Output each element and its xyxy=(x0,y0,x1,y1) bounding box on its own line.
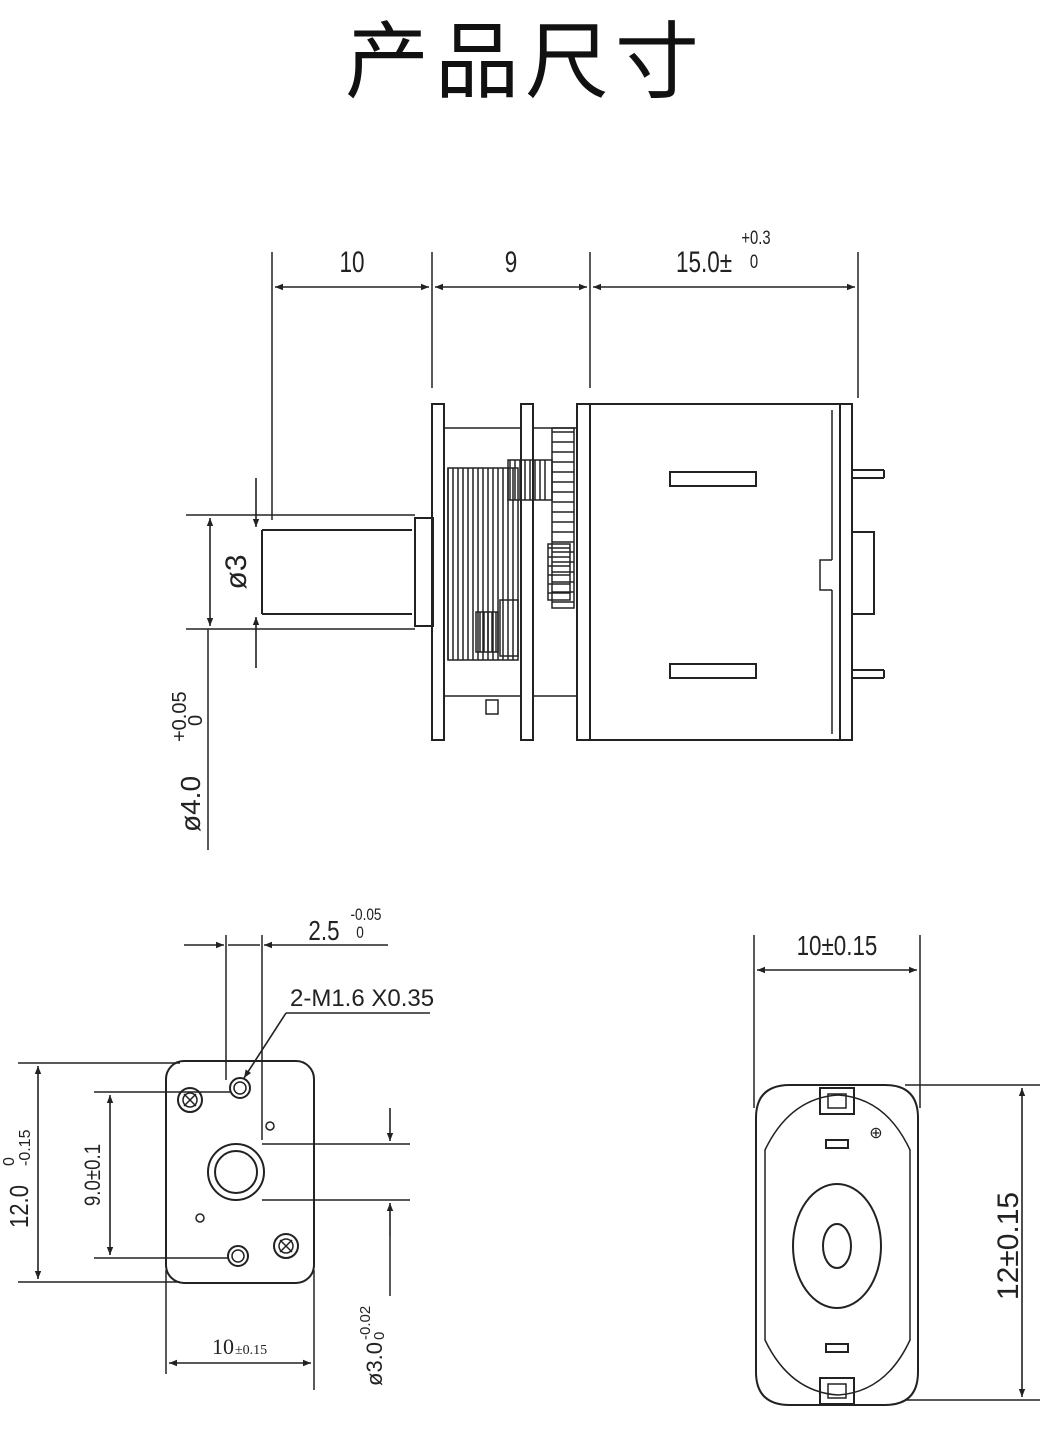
output-shaft xyxy=(186,514,415,630)
mounting-hole-bottom xyxy=(227,1245,249,1267)
dim-tol-upper-motor: +0.3 xyxy=(741,227,770,248)
motor-can xyxy=(589,403,885,741)
dim-label-shaft-length: 10 xyxy=(339,245,364,279)
dim-label-width: 10 xyxy=(212,1334,234,1359)
dim-line-gearbox-length: 9 xyxy=(435,245,587,291)
dim-label-hole-spacing: 9.0±0.1 xyxy=(82,1144,106,1206)
dim-tol-lower-offset: 0 xyxy=(356,924,364,943)
dim-tol-lower-bore: 0 xyxy=(371,1332,388,1340)
dim-tol-upper-bore: -0.02 xyxy=(357,1306,374,1340)
page-title: 产品尺寸 xyxy=(344,12,705,111)
dim-tol-lower-motor: 0 xyxy=(750,251,758,272)
dim-tol-width: ±0.15 xyxy=(235,1343,267,1358)
dim-tol-lower-height: -0.15 xyxy=(17,1129,34,1166)
dim-label-height: 12.0 xyxy=(5,1185,34,1228)
gear-teeth xyxy=(447,427,575,661)
screw-top-left xyxy=(177,1087,203,1113)
dim-tol-lower-boss: 0 xyxy=(185,715,207,726)
dim-line-motor-length: 15.0± +0.3 0 xyxy=(593,227,855,291)
dim-label-gearbox-length: 9 xyxy=(505,245,518,279)
dim-label-bore: ø3.0 xyxy=(362,1342,387,1386)
side-view: 10 9 15.0± +0.3 0 ø3 xyxy=(169,227,885,850)
dim-label-motor-length: 15.0± xyxy=(676,245,732,279)
dim-line-shaft-length: 10 xyxy=(275,245,429,291)
positive-terminal-mark: ⊕ xyxy=(869,1125,882,1142)
rear-view: 10±0.15 12±0.15 ⊕ xyxy=(753,931,1040,1406)
dim-boss-diameter: ø4.0 +0.05 0 xyxy=(169,629,209,850)
dim-label-shaft-diameter: ø3 xyxy=(220,554,253,589)
output-bore xyxy=(207,1143,265,1201)
dim-tol-upper-height: 0 xyxy=(1,1157,18,1166)
mounting-hole-top xyxy=(229,1077,251,1099)
dim-shaft-diameter: ø3 xyxy=(206,478,260,668)
dim-tol-upper-offset: -0.05 xyxy=(351,906,382,925)
dim-tol-upper-boss: +0.05 xyxy=(169,691,191,742)
dim-label-thread: 2-M1.6 X0.35 xyxy=(290,985,434,1012)
dim-label-offset: 2.5 xyxy=(308,916,339,947)
gearbox xyxy=(431,403,591,741)
dim-label-rear-width: 10±0.15 xyxy=(797,931,878,962)
front-view: 2.5 -0.05 0 2-M1.6 X0.35 xyxy=(1,906,434,1390)
dim-label-boss-diameter: ø4.0 xyxy=(175,776,206,832)
dim-label-rear-height: 12±0.15 xyxy=(992,1192,1025,1300)
screw-bottom-right xyxy=(273,1233,299,1259)
